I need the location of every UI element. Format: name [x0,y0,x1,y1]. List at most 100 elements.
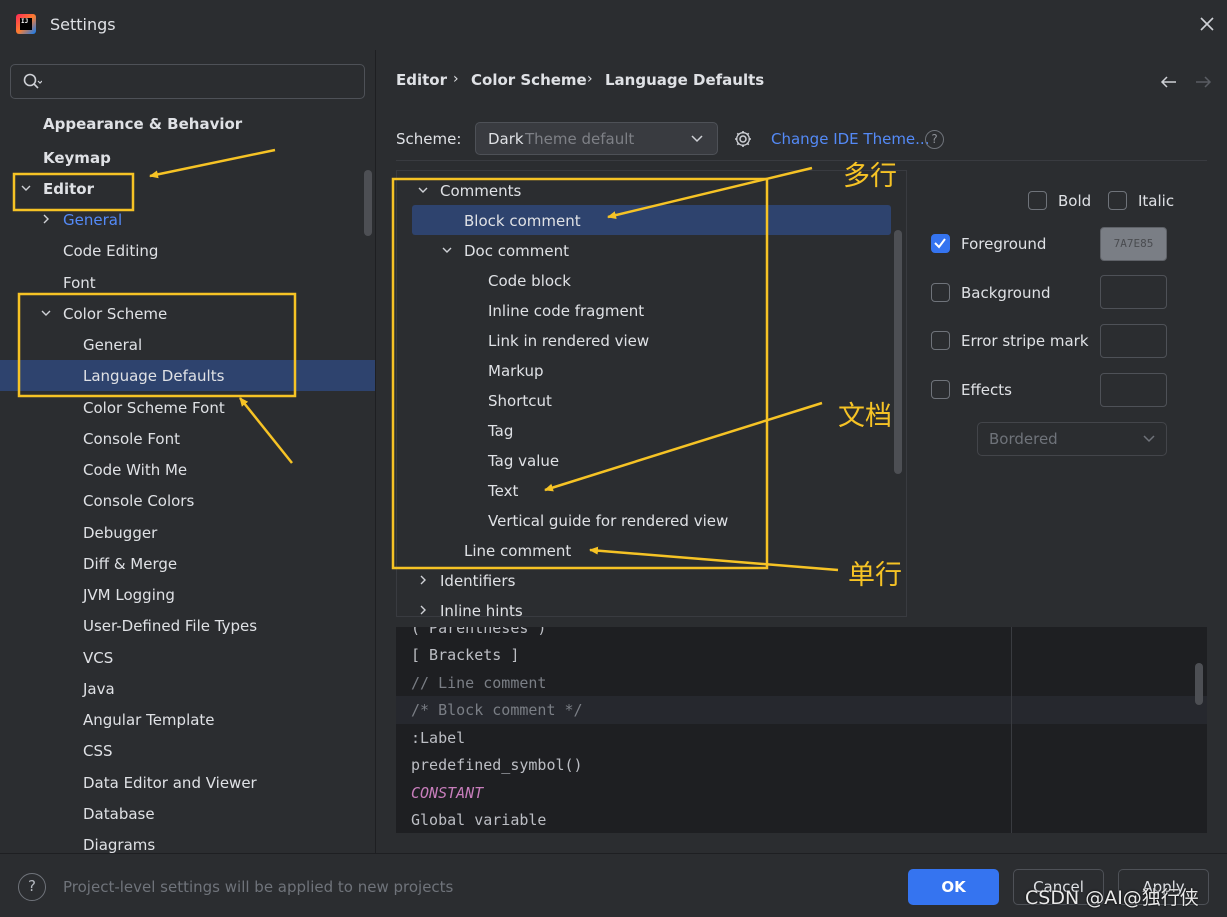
sidebar-item-console-font[interactable]: Console Font [83,430,180,448]
sidebar-scrollbar[interactable] [364,170,372,236]
tree-item-link-rendered-view[interactable]: Link in rendered view [488,332,650,350]
italic-checkbox[interactable] [1108,191,1127,210]
italic-label: Italic [1138,192,1175,210]
scheme-selected-subtitle: Theme default [525,130,635,148]
csdn-watermark: CSDN @AI@独行侠 [1025,887,1199,909]
sidebar-item-database[interactable]: Database [83,805,155,823]
sidebar-item-color-scheme[interactable]: Color Scheme [63,305,168,323]
settings-search-input[interactable] [10,64,365,99]
breadcrumb-color-scheme[interactable]: Color Scheme [471,71,587,89]
sidebar-item-user-defined-file-types[interactable]: User-Defined File Types [83,617,258,635]
sidebar-item-editor[interactable]: Editor [43,180,94,198]
chevron-down-icon[interactable] [20,182,32,194]
annotation-multi-line: 多行 [843,161,897,192]
tree-item-markup[interactable]: Markup [488,362,544,380]
sidebar-item-data-editor-viewer[interactable]: Data Editor and Viewer [83,774,257,792]
sidebar-item-diff-merge[interactable]: Diff & Merge [83,555,178,573]
sidebar-item-font[interactable]: Font [63,274,96,292]
arrow-back-icon[interactable] [1160,73,1178,91]
tree-item-block-comment[interactable]: Block comment [464,212,581,230]
sidebar-item-color-scheme-general[interactable]: General [83,336,143,354]
scheme-dropdown[interactable] [475,122,718,155]
error-stripe-color-swatch[interactable] [1100,324,1167,358]
preview-line-highlight [396,696,1207,724]
separator [396,160,1207,161]
sidebar-item-diagrams[interactable]: Diagrams [83,836,156,854]
sidebar-item-keymap[interactable]: Keymap [43,149,111,167]
cancel-button[interactable]: Cancel [1013,869,1104,905]
tree-item-tag[interactable]: Tag [488,422,514,440]
code-preview[interactable] [396,627,1207,833]
tree-item-comments[interactable]: Comments [440,182,522,200]
sidebar-item-vcs[interactable]: VCS [83,649,114,667]
error-stripe-label: Error stripe mark [961,332,1089,350]
scheme-label: Scheme: [396,130,462,148]
effects-type-dropdown[interactable]: Bordered [977,422,1167,456]
preview-line-constant: CONSTANT [411,784,484,802]
sidebar-item-java[interactable]: Java [83,680,115,698]
sidebar-item-css[interactable]: CSS [83,742,113,760]
title-bar [0,0,1227,50]
tree-item-text[interactable]: Text [488,482,519,500]
tree-item-identifiers[interactable]: Identifiers [440,572,516,590]
sidebar-item-jvm-logging[interactable]: JVM Logging [83,586,175,604]
sidebar-item-code-with-me[interactable]: Code With Me [83,461,188,479]
annotation-single-line: 单行 [848,560,902,591]
close-icon[interactable] [1196,13,1218,35]
background-checkbox[interactable] [931,283,950,302]
chevron-right-icon[interactable] [417,604,429,616]
sidebar-item-code-editing[interactable]: Code Editing [63,242,159,260]
sidebar-item-general[interactable]: General [63,211,123,229]
tree-item-tag-value[interactable]: Tag value [488,452,560,470]
sidebar-item-angular-template[interactable]: Angular Template [83,711,215,729]
ok-button[interactable]: OK [908,869,999,905]
background-color-swatch[interactable] [1100,275,1167,309]
preview-right-margin [1011,627,1012,833]
help-icon[interactable]: ? [925,130,944,149]
error-stripe-checkbox[interactable] [931,331,950,350]
gear-icon[interactable] [733,129,753,149]
chevron-right-icon[interactable] [40,213,52,225]
preview-line-brackets: [ Brackets ] [411,646,520,664]
sidebar-item-color-scheme-font[interactable]: Color Scheme Font [83,399,225,417]
foreground-color-swatch[interactable]: 7A7E85 [1100,227,1167,261]
annotation-doc: 文档 [838,401,892,432]
tree-item-inline-hints[interactable]: Inline hints [440,602,523,620]
foreground-label: Foreground [961,235,1047,253]
chevron-down-icon[interactable] [441,244,453,256]
preview-line-block-comment: /* Block comment */ [411,701,583,719]
window-title: Settings [50,15,116,34]
tree-item-vertical-guide[interactable]: Vertical guide for rendered view [488,512,729,530]
chevron-down-icon[interactable] [40,307,52,319]
footer-note: Project-level settings will be applied t… [63,878,454,896]
tree-item-line-comment[interactable]: Line comment [464,542,572,560]
sidebar-item-debugger[interactable]: Debugger [83,524,158,542]
change-ide-theme-link[interactable]: Change IDE Theme... [771,130,930,148]
panel-divider[interactable] [375,50,376,853]
breadcrumb-editor[interactable]: Editor [396,71,447,89]
tree-item-doc-comment[interactable]: Doc comment [464,242,570,260]
tree-item-code-block[interactable]: Code block [488,272,571,290]
tree-item-shortcut[interactable]: Shortcut [488,392,552,410]
arrow-forward-icon[interactable] [1194,73,1212,91]
foreground-checkbox[interactable] [931,234,950,253]
effects-color-swatch[interactable] [1100,373,1167,407]
scheme-selected-name: Dark [488,130,524,148]
effects-checkbox[interactable] [931,380,950,399]
preview-line-predefined-symbol: predefined_symbol() [411,756,583,774]
sidebar-item-console-colors[interactable]: Console Colors [83,492,195,510]
tree-scrollbar[interactable] [894,230,902,474]
preview-scrollbar[interactable] [1195,663,1203,705]
sidebar-item-appearance-behavior[interactable]: Appearance & Behavior [43,115,243,133]
sidebar-item-language-defaults[interactable]: Language Defaults [83,367,225,385]
chevron-right-icon[interactable] [417,574,429,586]
tree-item-inline-code-fragment[interactable]: Inline code fragment [488,302,645,320]
breadcrumb-separator: › [587,71,593,87]
intellij-logo-icon: IJ [16,14,36,34]
chevron-down-icon[interactable] [417,184,429,196]
help-icon[interactable]: ? [18,873,46,901]
bold-checkbox[interactable] [1028,191,1047,210]
chevron-down-icon [1143,435,1155,443]
preview-line-label: :Label [411,729,466,747]
apply-button[interactable]: Apply [1118,869,1209,905]
